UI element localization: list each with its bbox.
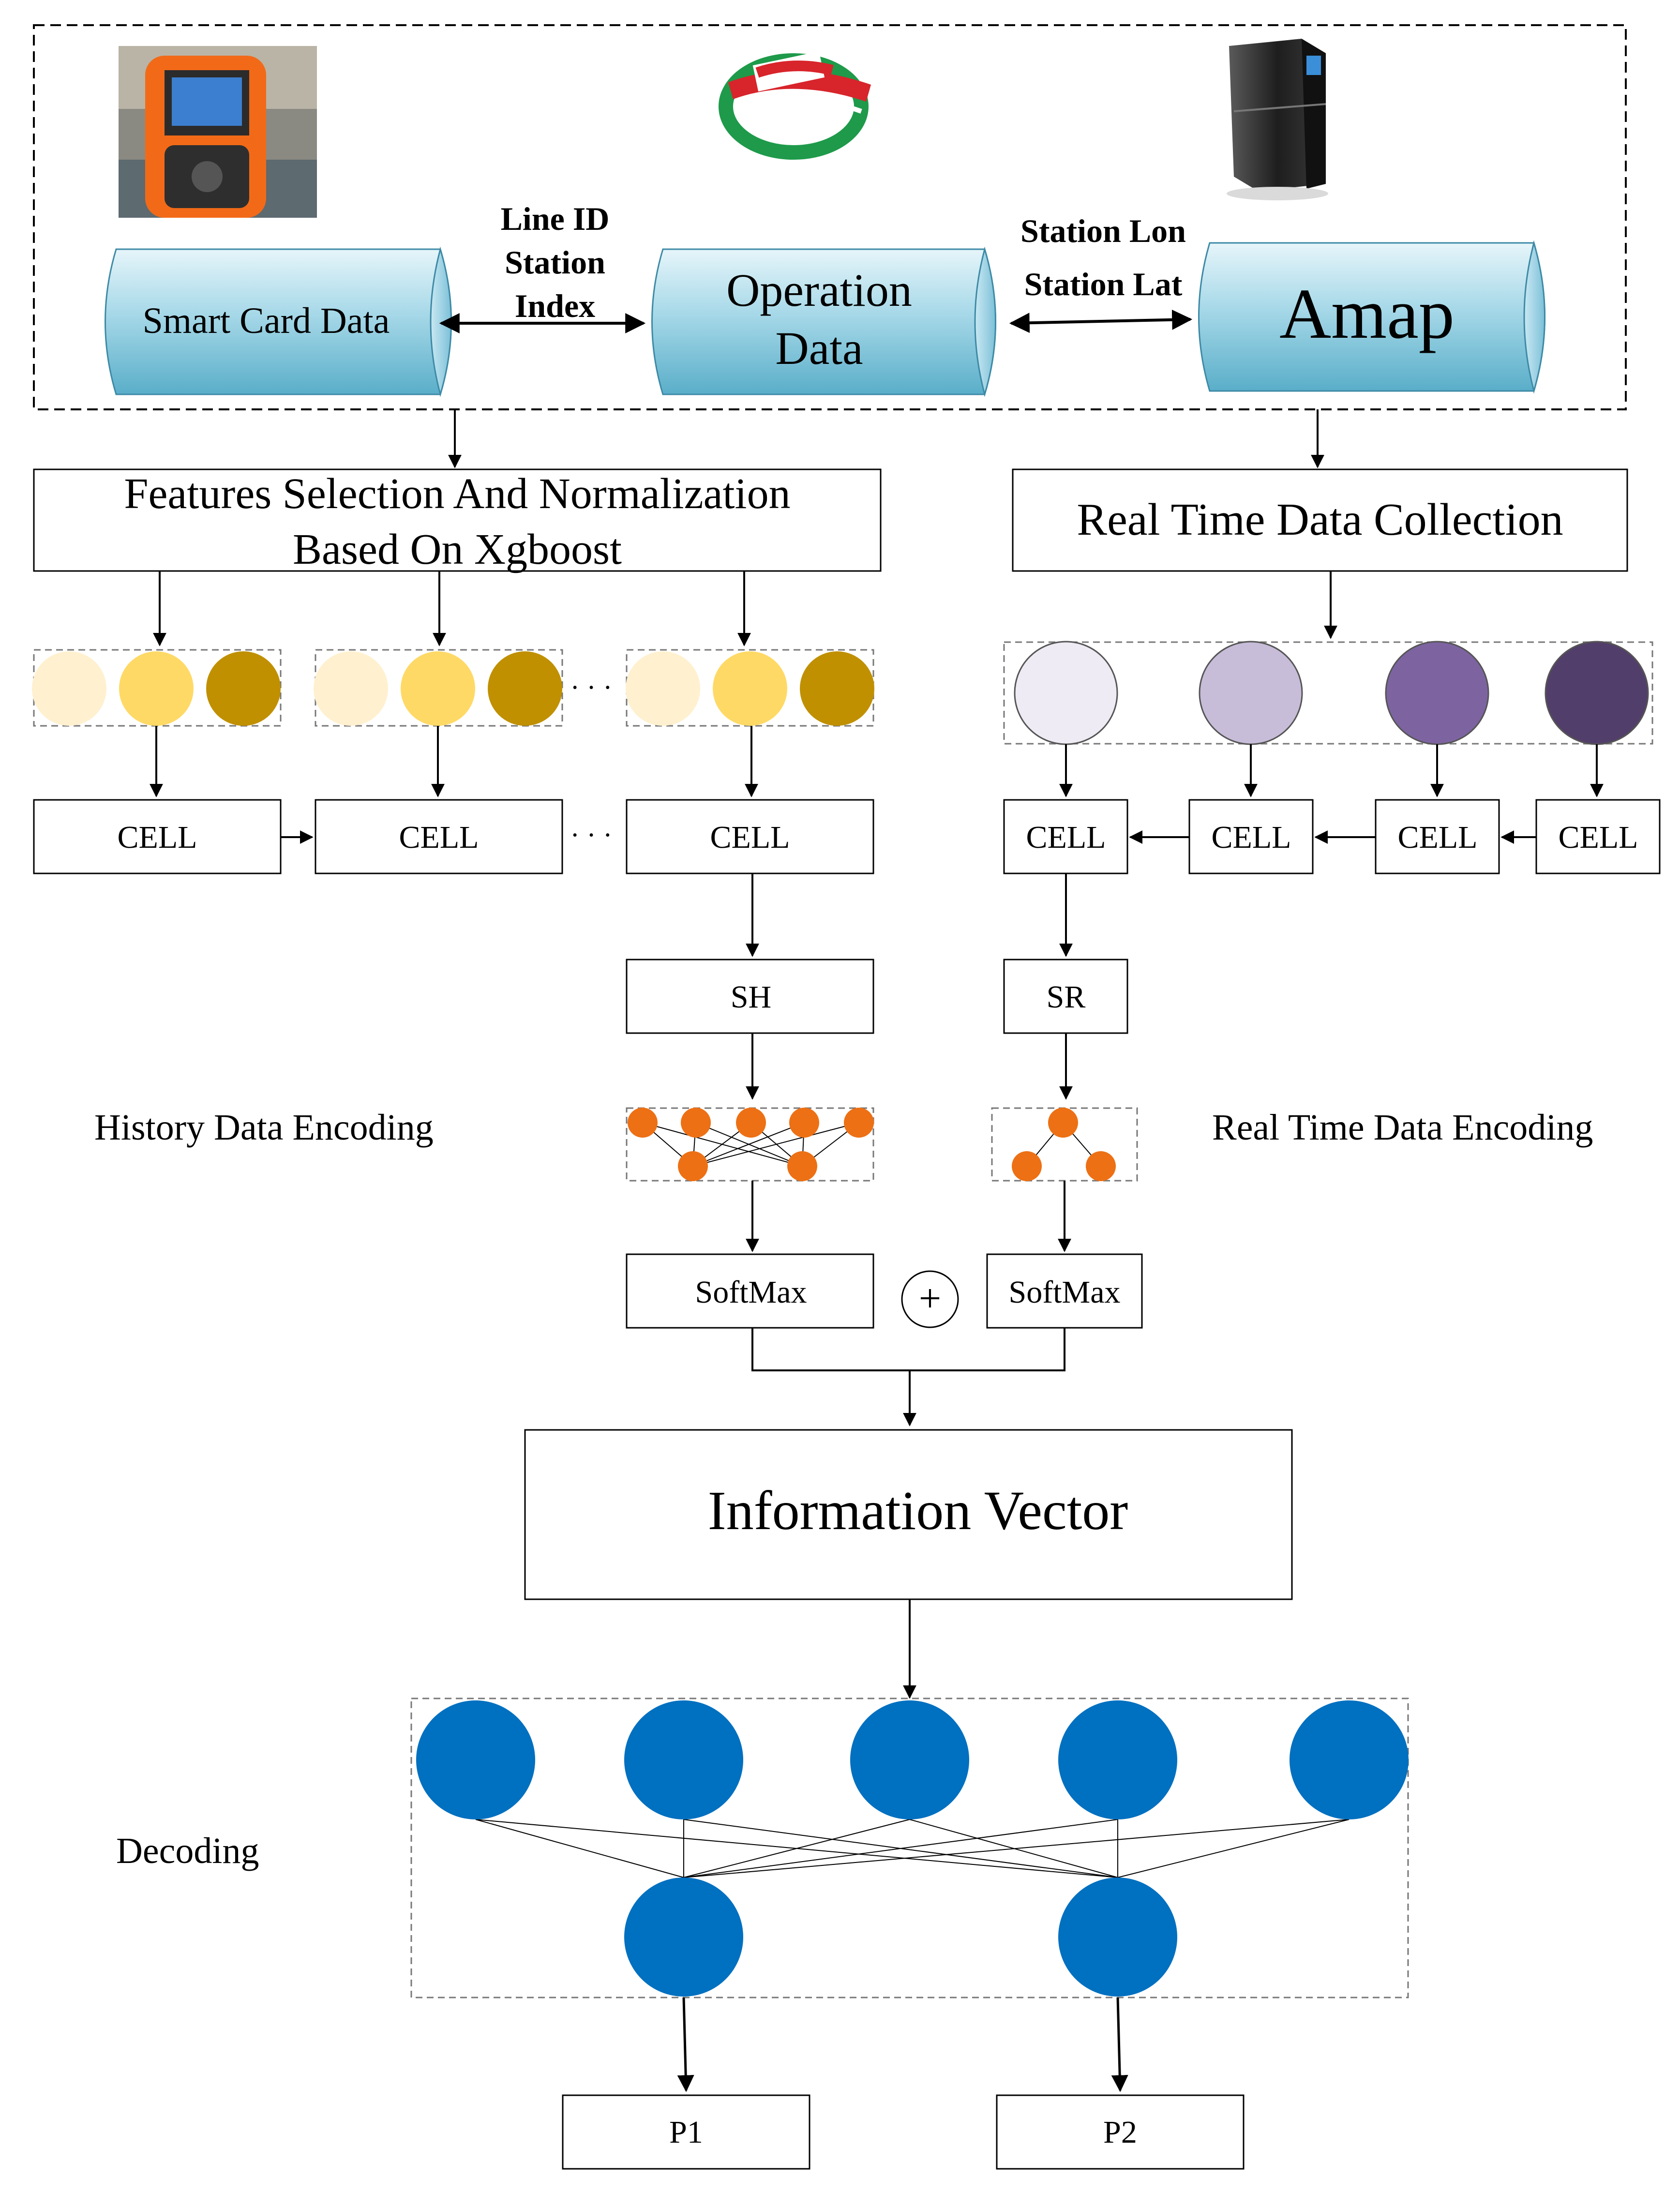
- history-cell-1-label: CELL: [118, 820, 197, 855]
- link-left-line1: Line ID: [501, 200, 610, 237]
- link-left-line2: Station: [505, 244, 605, 281]
- sr-box: [1003, 959, 1128, 1034]
- smart-card-cylinder: Smart Card Data: [105, 246, 452, 397]
- realtime-cell-1-label: CELL: [1026, 820, 1106, 855]
- decoding-label: Decoding: [116, 1831, 259, 1871]
- arrow-decoder-to-p1: [677, 1997, 694, 2092]
- history-feature-group-3: [626, 649, 874, 727]
- features-box: [33, 468, 882, 572]
- plus-symbol: +: [919, 1276, 941, 1320]
- features-box-line1: Features Selection And Normalization: [124, 470, 790, 518]
- amap-label: Amap: [1279, 274, 1455, 354]
- operation-data-label-line1: Operation: [726, 264, 912, 316]
- operation-amap-arrow: [1009, 309, 1193, 333]
- decoder-network: [410, 1697, 1409, 1998]
- realtime-feature-group: [1003, 641, 1653, 745]
- amap-cylinder: Amap: [1198, 240, 1545, 394]
- arrow-decoder-to-p2: [1111, 1997, 1128, 2092]
- smart-card-label: Smart Card Data: [143, 300, 390, 341]
- merge-connector: [751, 1328, 1065, 1371]
- history-cell-2-label: CELL: [399, 820, 479, 855]
- realtime-cell-3-label: CELL: [1398, 820, 1478, 855]
- server-icon: [1227, 39, 1328, 200]
- softmax-right-box: [986, 1253, 1143, 1329]
- sh-box: [626, 959, 874, 1034]
- output-p2-box: [996, 2094, 1245, 2170]
- history-cell-3: [626, 799, 874, 874]
- features-box-line2: Based On Xgboost: [293, 526, 622, 573]
- history-cell-2: [315, 799, 563, 874]
- history-cell-3-label: CELL: [710, 820, 790, 855]
- sh-label: SH: [731, 979, 771, 1015]
- realtime-cell-4-label: CELL: [1559, 820, 1638, 855]
- link-right-line2: Station Lat: [1024, 266, 1183, 302]
- sr-label: SR: [1047, 979, 1086, 1015]
- card-reader-image: [119, 46, 317, 218]
- output-p1-box: [562, 2094, 810, 2170]
- realtime-box-label: Real Time Data Collection: [1077, 495, 1563, 545]
- sources-group-border: [33, 24, 1627, 410]
- softmax-right-label: SoftMax: [1009, 1275, 1121, 1310]
- realtime-encoding-label: Real Time Data Encoding: [1212, 1107, 1593, 1148]
- ellipsis-features: · · ·: [570, 672, 613, 703]
- operation-data-label-line2: Data: [775, 322, 863, 374]
- output-p2-label: P2: [1103, 2115, 1137, 2150]
- information-vector-box: [524, 1429, 1293, 1600]
- softmax-left-label: SoftMax: [695, 1275, 807, 1310]
- history-encoding-network: [626, 1107, 874, 1182]
- softmax-left-box: [626, 1253, 874, 1329]
- realtime-cell-2-label: CELL: [1212, 820, 1291, 855]
- history-feature-group-2: [314, 649, 563, 727]
- output-p1-label: P1: [669, 2115, 703, 2150]
- ellipsis-cells: · · ·: [570, 819, 613, 851]
- realtime-encoding-network: [991, 1107, 1138, 1182]
- plus-circle: [901, 1270, 959, 1328]
- link-right-line1: Station Lon: [1020, 212, 1186, 249]
- operation-data-cylinder: Operation Data: [651, 246, 996, 397]
- information-vector-label: Information Vector: [708, 1480, 1128, 1541]
- link-left-line3: Index: [515, 287, 595, 324]
- realtime-box: [1012, 468, 1628, 572]
- history-encoding-label: History Data Encoding: [94, 1107, 434, 1148]
- history-feature-group-1: [32, 649, 282, 727]
- operation-logo-icon: [719, 51, 871, 160]
- history-cell-1: [33, 799, 282, 874]
